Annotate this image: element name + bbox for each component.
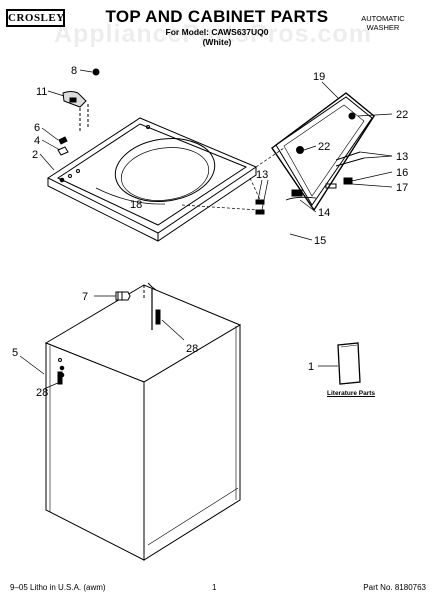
cabinet-part — [44, 282, 242, 561]
callout-22-center: 22 — [318, 141, 330, 153]
callout-19: 19 — [313, 71, 325, 83]
literature-parts-label: Literature Parts — [327, 390, 376, 397]
cabinet-screws — [57, 291, 161, 385]
color-line: (White) — [202, 37, 232, 47]
model-line: For Model: CAWS637UQ0 — [165, 27, 269, 37]
watermark-text: AppliancePartsPros.com — [54, 20, 372, 48]
callout-13-left: 13 — [256, 169, 268, 181]
callout-14: 14 — [318, 207, 330, 219]
leader-lines — [19, 69, 393, 390]
lid-part — [271, 92, 375, 212]
top-panel-part — [46, 117, 258, 242]
callout-8: 8 — [71, 65, 77, 77]
footer-print-info: 9–05 Litho in U.S.A. (awm) — [10, 583, 106, 592]
alignment-lines — [181, 147, 285, 211]
hinge-bolts — [255, 199, 265, 215]
brand-logo: CROSLEY — [6, 9, 65, 27]
hinge-parts — [57, 68, 100, 156]
footer-part-number: Part No. 8180763 — [363, 583, 426, 592]
callout-15: 15 — [314, 235, 326, 247]
callout-7: 7 — [82, 291, 88, 303]
callout-13-right: 13 — [396, 151, 408, 163]
footer-page-number: 1 — [212, 583, 217, 592]
literature-parts-booklet — [337, 342, 361, 385]
product-type-line2: WASHER — [366, 23, 400, 32]
callout-11: 11 — [36, 86, 47, 98]
product-type-line1: AUTOMATIC — [361, 14, 405, 23]
callout-16: 16 — [396, 167, 408, 179]
callout-6: 6 — [34, 122, 40, 134]
callout-22-right: 22 — [396, 109, 408, 121]
page-title: TOP AND CABINET PARTS — [105, 7, 329, 26]
callout-28-left: 28 — [36, 387, 48, 399]
callout-18: 18 — [130, 199, 142, 211]
callout-2: 2 — [32, 149, 38, 161]
callout-numbers: 8 11 6 4 2 19 22 22 13 16 17 13 18 14 15… — [12, 65, 408, 399]
callout-1: 1 — [308, 361, 314, 373]
callout-17: 17 — [396, 182, 408, 194]
callout-4: 4 — [34, 135, 40, 147]
callout-28-center: 28 — [186, 343, 198, 355]
callout-5: 5 — [12, 347, 18, 359]
